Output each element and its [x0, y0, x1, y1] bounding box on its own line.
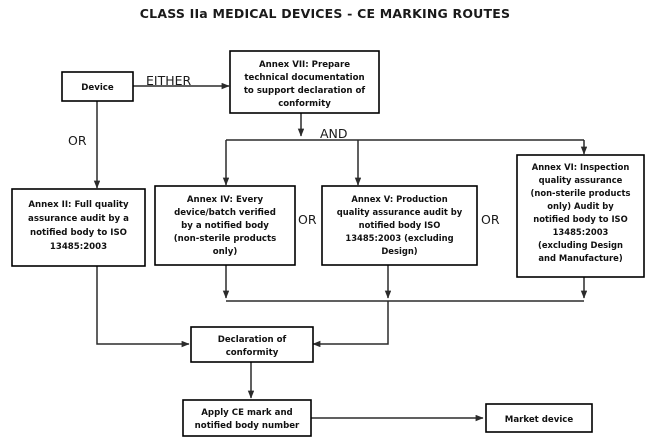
node-annex-v-box: [321, 185, 478, 266]
node-annex-vi-line-6: 13485:2003: [553, 227, 609, 237]
node-annex-v-line-4: 13485:2003 (excluding: [345, 233, 453, 243]
connector-label-or-device: OR: [68, 133, 87, 148]
node-annex-v-line-3: notified body ISO: [359, 220, 441, 230]
node-annex-vi-box: [516, 154, 645, 278]
node-annex-vi-line-2: quality assurance: [539, 175, 623, 185]
node-annex-vii-line-1: Annex VII: Prepare: [259, 60, 350, 70]
node-device-box: [61, 71, 134, 102]
connector-label-either: EITHER: [146, 73, 192, 88]
connector-label-or-v-vi: OR: [481, 212, 500, 227]
node-device[interactable]: Device: [61, 71, 134, 102]
node-annex-vii-box: [229, 50, 380, 114]
node-annex-ii-line-1: Annex II: Full quality: [28, 200, 129, 210]
node-annex-vi-line-8: and Manufacture): [538, 253, 622, 263]
node-declaration-line-1: Declaration of: [218, 335, 287, 345]
connector-label-and: AND: [320, 126, 348, 141]
node-annex-ii-line-3: notified body to ISO: [30, 228, 127, 238]
node-annex-iv[interactable]: Annex IV: Every device/batch verified by…: [154, 185, 296, 266]
node-annex-vii-line-2: technical documentation: [244, 73, 364, 83]
node-annex-iv-line-5: only): [213, 247, 238, 257]
node-declaration-box: [190, 326, 314, 363]
node-annex-ii[interactable]: Annex II: Full quality assurance audit b…: [11, 188, 146, 267]
node-annex-iv-line-4: (non-sterile products: [174, 234, 277, 244]
node-market-device-box: [485, 403, 593, 433]
edge-merge-to-declaration: [312, 301, 389, 348]
node-annex-iv-line-2: device/batch verified: [174, 208, 276, 218]
node-annex-vi-line-4: only) Audit by: [547, 201, 614, 211]
page-title: CLASS IIa MEDICAL DEVICES - CE MARKING R…: [140, 6, 510, 21]
node-annex-vii-line-4: conformity: [278, 99, 331, 109]
node-annex-vi[interactable]: Annex VI: Inspection quality assurance (…: [516, 154, 645, 278]
node-annex-vi-line-7: (excluding Design: [538, 240, 623, 250]
edge-annex-ii-to-declaration: [96, 266, 190, 348]
node-apply-ce-line-1: Apply CE mark and: [201, 408, 292, 418]
node-annex-ii-line-4: 13485:2003: [50, 242, 107, 252]
node-declaration-line-2: conformity: [226, 348, 279, 358]
node-annex-vi-line-3: (non-sterile products: [531, 188, 631, 198]
node-annex-vii-line-3: to support declaration of: [244, 86, 366, 96]
node-apply-ce-line-2: notified body number: [195, 421, 300, 431]
node-annex-iv-line-3: by a notified body: [181, 221, 269, 231]
node-annex-v-line-2: quality assurance audit by: [337, 207, 463, 217]
node-annex-vi-line-1: Annex VI: Inspection: [532, 162, 630, 172]
node-declaration-of-conformity[interactable]: Declaration of conformity: [190, 326, 314, 363]
node-annex-iv-line-1: Annex IV: Every: [187, 195, 264, 205]
node-device-label: Device: [81, 83, 114, 93]
node-annex-v[interactable]: Annex V: Production quality assurance au…: [321, 185, 478, 266]
node-annex-ii-line-2: assurance audit by a: [28, 214, 129, 224]
node-market-device[interactable]: Market device: [485, 403, 593, 433]
node-apply-ce-box: [182, 399, 312, 437]
node-annex-iv-box: [154, 185, 296, 266]
node-annex-vii[interactable]: Annex VII: Prepare technical documentati…: [229, 50, 380, 114]
node-annex-v-line-1: Annex V: Production: [351, 194, 447, 204]
node-annex-vi-line-5: notified body to ISO: [533, 214, 627, 224]
node-market-device-label: Market device: [505, 415, 574, 425]
node-annex-ii-box: [11, 188, 146, 267]
connector-label-or-iv-v: OR: [298, 212, 317, 227]
node-annex-v-line-5: Design): [381, 246, 417, 256]
node-apply-ce-mark[interactable]: Apply CE mark and notified body number: [182, 399, 312, 437]
